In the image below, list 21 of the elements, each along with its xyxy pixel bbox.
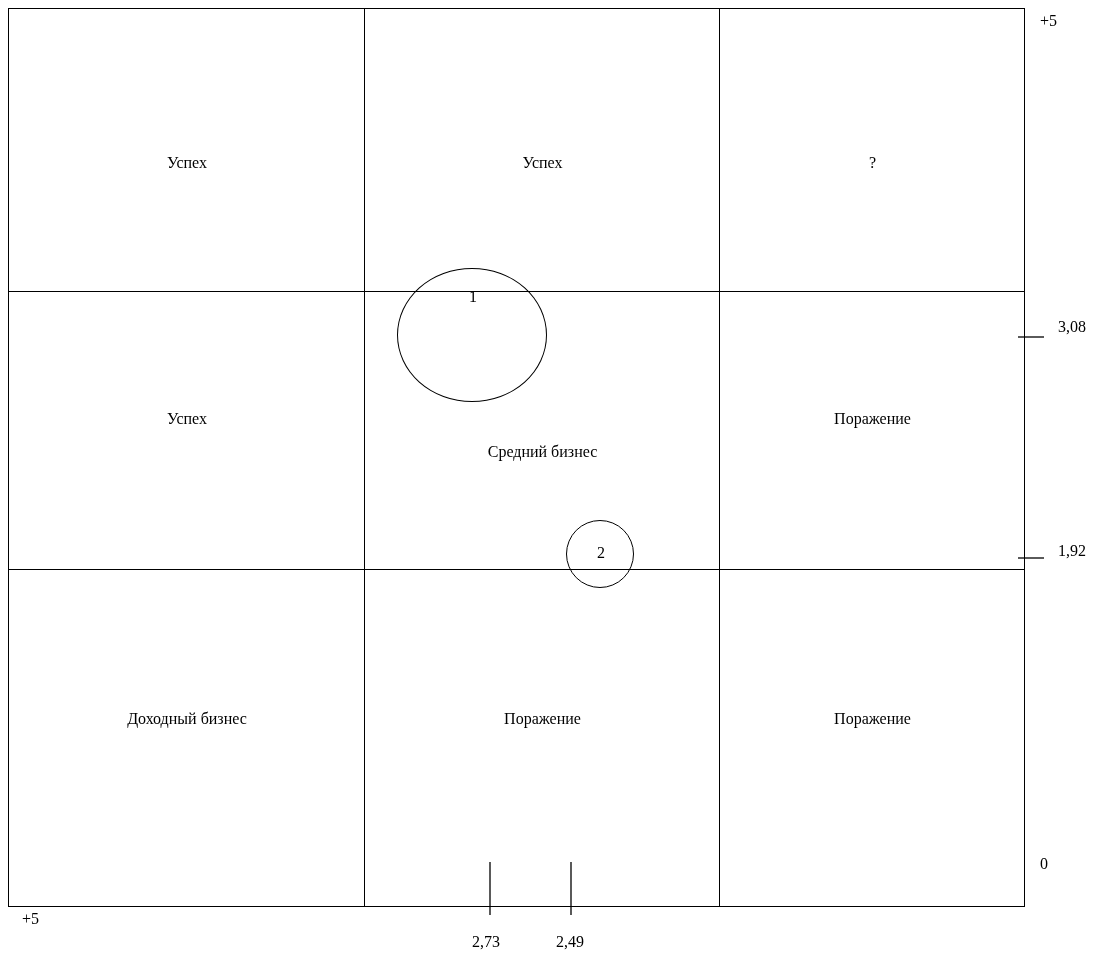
axis-value: 0 [1040,855,1048,873]
cell-label: Успех [167,154,207,172]
axis-value: +5 [1040,12,1058,30]
marker-number: 2 [597,544,605,562]
axis-value: 1,92 [1058,542,1086,560]
cell-label: Доходный бизнес [127,710,247,728]
cell-label: Успех [167,410,207,428]
matrix-cell [719,569,1025,907]
matrix-cell [8,569,365,907]
axis-value: 2,49 [556,933,584,951]
cell-label: Поражение [504,710,581,728]
axis-value: 2,73 [472,933,500,951]
cell-label: Поражение [834,710,911,728]
cell-label: Поражение [834,410,911,428]
axis-value: 3,08 [1058,318,1086,336]
axis-value: +5 [22,910,40,928]
matrix-cell [8,8,365,292]
cell-label: Успех [522,154,563,172]
cell-label: Средний бизнес [487,443,598,461]
cell-label: ? [868,154,877,172]
matrix-cell [719,8,1025,292]
